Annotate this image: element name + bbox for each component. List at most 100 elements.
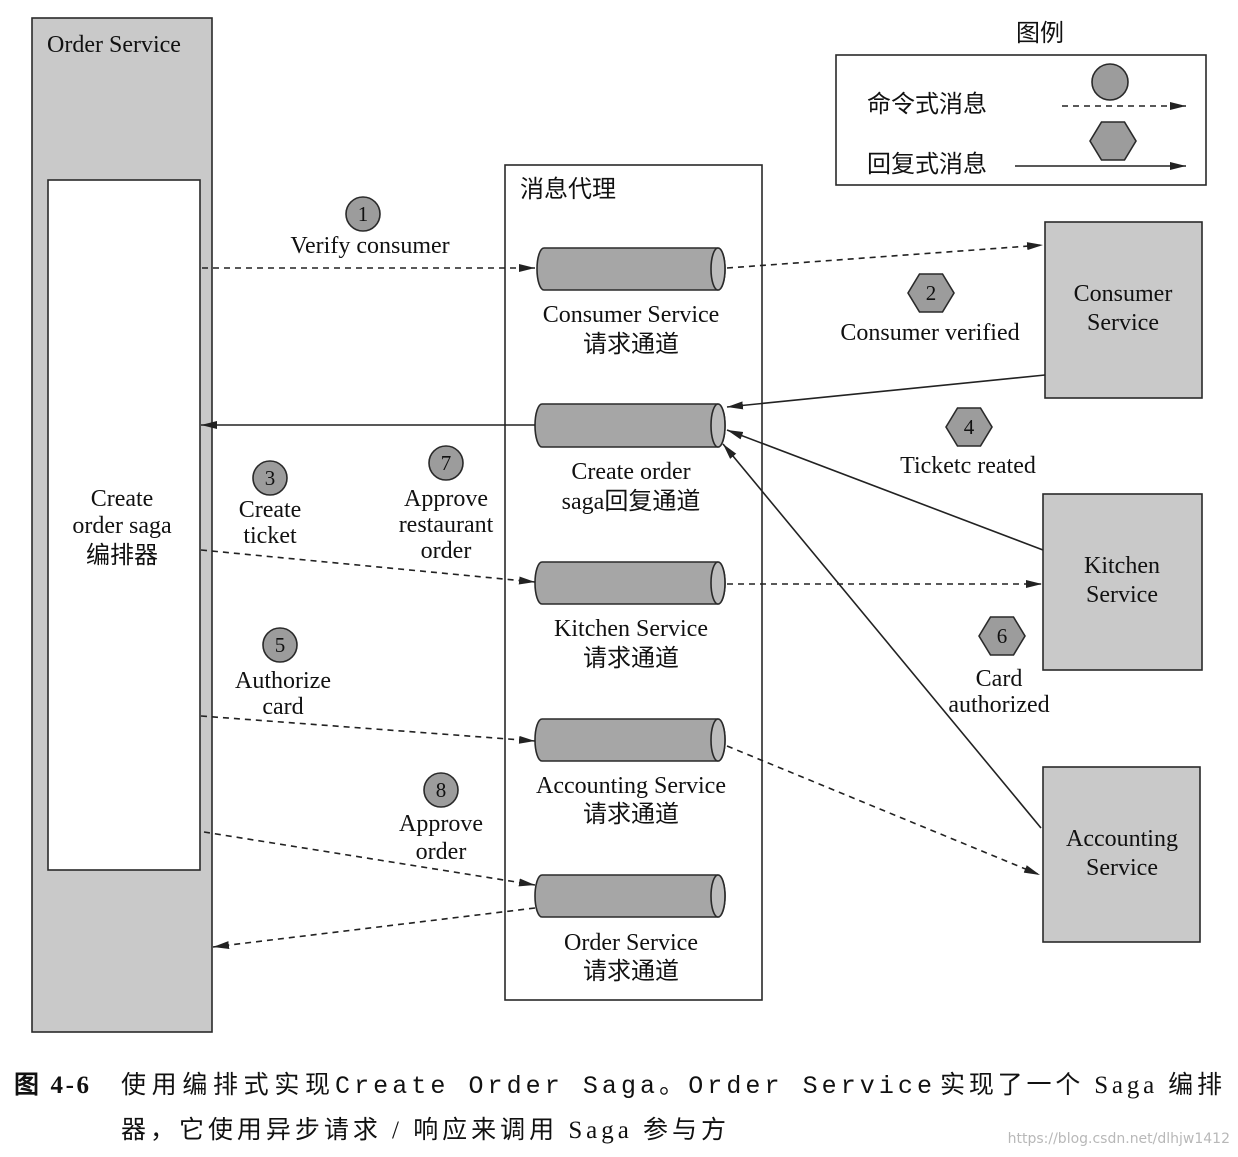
- step-label-line-1: Card: [976, 666, 1023, 692]
- step-label-line-1: Consumer verified: [840, 320, 1019, 346]
- channel-label-line-1: Kitchen Service: [554, 616, 708, 642]
- participant-box: [1044, 221, 1203, 399]
- order-service-title: Order Service: [47, 32, 181, 58]
- channel-cylinder: [536, 247, 726, 291]
- channel-cylinder-end: [710, 403, 726, 448]
- channel-accounting-service-request: Accounting Service 请求通道: [534, 718, 726, 828]
- step-label-line-1: Ticketc reated: [900, 453, 1036, 479]
- figure-caption: 图 4-6 使用编排式实现 Create Order Saga。Order Se…: [14, 1071, 1222, 1144]
- step-7: 7 Approve restaurant order: [399, 445, 494, 564]
- channel-order-service-request: Order Service 请求通道: [534, 874, 726, 985]
- participant-accounting-service: Accounting Service: [1042, 766, 1201, 943]
- step-label-line-2: ticket: [243, 523, 297, 549]
- arrow-ticket-created-reply: [726, 429, 1044, 551]
- step-label-line-2: card: [262, 694, 303, 720]
- order-service: Order Service Create order saga 编排器: [31, 17, 213, 1033]
- arrow-create-ticket-command: [200, 549, 536, 585]
- caption-line-1-part-1: 使用编排式实现: [121, 1071, 330, 1099]
- step-label-line-1: Approve: [399, 811, 483, 837]
- step-1: 1 Verify consumer: [290, 196, 450, 259]
- saga-orchestrator-label-line-1: Create: [91, 486, 154, 512]
- step-circle-icon: [345, 196, 381, 232]
- arrow-accounting-channel-to-accounting-service: [726, 745, 1041, 876]
- message-arrows: [200, 242, 1046, 950]
- caption-figure-number: 图 4-6: [14, 1072, 89, 1099]
- legend-box: [835, 54, 1207, 186]
- step-number: 7: [441, 451, 452, 475]
- participant-label-line-2: Service: [1086, 855, 1158, 881]
- channel-label-line-2: 请求通道: [583, 645, 679, 672]
- channel-cylinder: [534, 403, 726, 448]
- step-circle-icon: [262, 627, 298, 663]
- message-broker-title: 消息代理: [520, 176, 616, 203]
- channel-cylinder: [534, 874, 726, 918]
- channel-label-line-1: Order Service: [564, 930, 698, 956]
- arrow-consumer-channel-to-consumer-service: [726, 242, 1044, 269]
- participant-kitchen-service: Kitchen Service: [1042, 493, 1203, 671]
- step-number: 5: [275, 633, 286, 657]
- legend-circle-icon: [1091, 63, 1129, 101]
- step-circle-icon: [423, 772, 459, 808]
- step-label-line-3: order: [421, 538, 472, 564]
- message-broker: 消息代理 Consumer Service 请求通道 Create order …: [504, 164, 763, 1001]
- step-3: 3 Create ticket: [239, 460, 302, 549]
- channel-label-line-2: saga回复通道: [562, 488, 701, 515]
- channel-cylinder-end: [710, 561, 726, 605]
- step-label-line-1: Verify consumer: [290, 233, 449, 259]
- step-label-line-1: Approve: [404, 486, 488, 512]
- legend-reply-label: 回复式消息: [867, 151, 987, 178]
- participant-label-line-1: Consumer: [1074, 281, 1173, 307]
- arrow-approve-order-command: [203, 831, 536, 887]
- step-label-line-2: restaurant: [399, 512, 494, 538]
- step-hexagon-icon: [978, 616, 1026, 656]
- channel-cylinder: [534, 718, 726, 762]
- arrow-authorize-card-command: [200, 715, 536, 744]
- caption-line-1-part-3: 实现了一个 Saga 编排: [940, 1071, 1222, 1099]
- arrow-consumer-verified-reply: [726, 374, 1046, 410]
- step-label-line-2: order: [416, 839, 467, 865]
- legend-title: 图例: [1016, 20, 1064, 47]
- participant-consumer-service: Consumer Service: [1044, 221, 1203, 399]
- channel-label-line-1: Consumer Service: [543, 302, 720, 328]
- saga-orchestrator-label-line-2: order saga: [72, 513, 172, 539]
- channel-label-line-2: 请求通道: [583, 331, 679, 358]
- watermark: https://blog.csdn.net/dlhjw1412: [1008, 1131, 1230, 1147]
- channel-label-line-2: 请求通道: [583, 958, 679, 985]
- channel-cylinder-end: [710, 247, 726, 291]
- saga-orchestrator-label-line-3: 编排器: [86, 542, 158, 569]
- step-hexagon-icon: [945, 407, 993, 447]
- step-number: 8: [436, 778, 447, 802]
- saga-orchestrator-box: [47, 179, 201, 871]
- channel-cylinder: [534, 561, 726, 605]
- step-4: 4 Ticketc reated: [900, 407, 1036, 479]
- caption-line-1-code: Create Order Saga。Order Service: [335, 1072, 932, 1101]
- participant-label-line-1: Accounting: [1066, 826, 1178, 852]
- step-number: 1: [358, 202, 369, 226]
- channel-label-line-1: Create order: [571, 459, 690, 485]
- channel-consumer-service-request: Consumer Service 请求通道: [536, 247, 726, 358]
- step-circle-icon: [428, 445, 464, 481]
- step-number: 3: [265, 466, 276, 490]
- step-label-line-1: Create: [239, 497, 302, 523]
- arrow-order-channel-to-order-service: [212, 907, 536, 950]
- step-label-line-2: authorized: [948, 692, 1049, 718]
- step-hexagon-icon: [907, 273, 955, 313]
- channel-cylinder-end: [710, 718, 726, 762]
- channel-label-line-1: Accounting Service: [536, 773, 726, 799]
- participant-box: [1042, 493, 1203, 671]
- step-6: 6 Card authorized: [948, 616, 1050, 718]
- channel-cylinder-end: [710, 874, 726, 918]
- step-number: 6: [997, 624, 1008, 648]
- step-8: 8 Approve order: [399, 772, 483, 865]
- channel-label-line-2: 请求通道: [583, 801, 679, 828]
- legend: 图例 命令式消息 回复式消息: [835, 20, 1207, 186]
- step-number: 2: [926, 281, 937, 305]
- channel-kitchen-service-request: Kitchen Service 请求通道: [534, 561, 726, 672]
- participant-box: [1042, 766, 1201, 943]
- step-5: 5 Authorize card: [235, 627, 331, 720]
- participant-label-line-1: Kitchen: [1084, 553, 1160, 579]
- participant-label-line-2: Service: [1087, 310, 1159, 336]
- step-label-line-1: Authorize: [235, 668, 331, 694]
- step-2: 2 Consumer verified: [840, 273, 1020, 346]
